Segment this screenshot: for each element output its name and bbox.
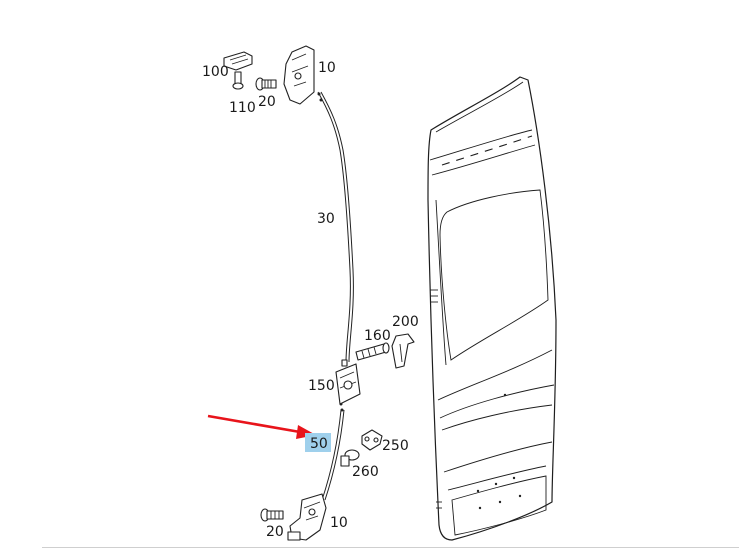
part-160-screw — [355, 342, 390, 361]
cable-30-upper — [317, 91, 351, 363]
label-30: 30 — [317, 211, 335, 227]
part-110-bolt — [232, 71, 244, 90]
label-20-top: 20 — [258, 94, 276, 110]
label-10-bottom: 10 — [330, 515, 348, 531]
part-260-screw — [340, 449, 360, 467]
label-160: 160 — [364, 328, 391, 344]
label-250: 250 — [382, 438, 409, 454]
label-150: 150 — [308, 378, 335, 394]
part-200-handle — [391, 333, 415, 369]
part-10-bottom-lock — [287, 493, 327, 541]
part-20-top-screw — [255, 77, 277, 91]
part-150-latch — [335, 359, 361, 405]
cable-50-lower — [321, 409, 342, 501]
part-10-top-lock — [283, 45, 315, 105]
bottom-divider — [42, 547, 739, 548]
part-20-bottom-screw — [260, 508, 284, 522]
highlight-50 — [305, 433, 331, 452]
label-260: 260 — [352, 464, 379, 480]
label-20-bottom: 20 — [266, 524, 284, 540]
part-250-plate — [361, 429, 383, 451]
label-100: 100 — [202, 64, 229, 80]
pointer-arrow — [207, 414, 316, 439]
rear-door — [427, 76, 557, 541]
label-50: 50 — [310, 436, 328, 452]
label-110: 110 — [229, 100, 256, 116]
label-10-top: 10 — [318, 60, 336, 76]
part-100-bracket — [223, 51, 253, 71]
label-200: 200 — [392, 314, 419, 330]
